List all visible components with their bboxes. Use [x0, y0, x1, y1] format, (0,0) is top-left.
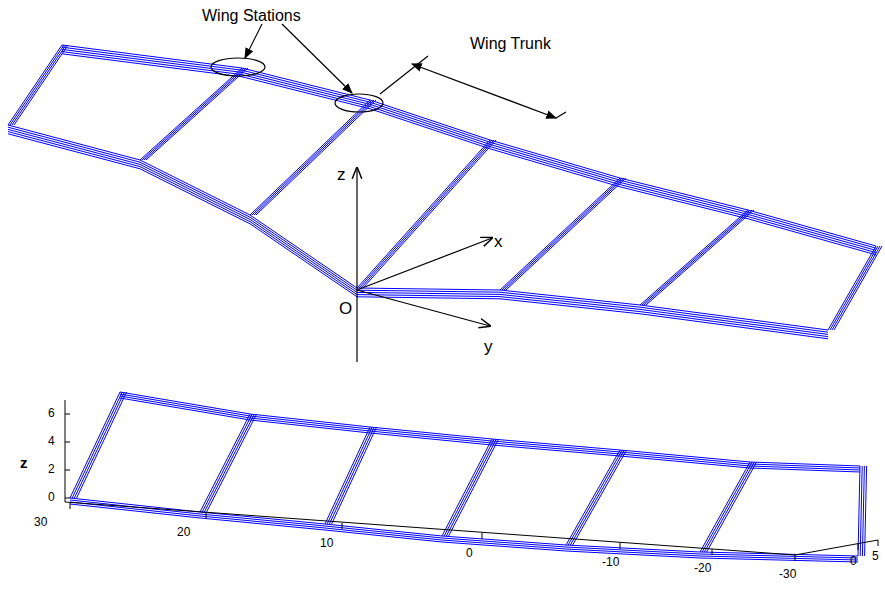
- frame-line: [858, 466, 860, 556]
- frame-line: [707, 462, 757, 552]
- frame-line: [144, 68, 246, 160]
- frame-line: [252, 100, 372, 215]
- frame-line: [570, 450, 624, 545]
- coordinate-axes: [357, 168, 492, 362]
- tick-value: 5: [872, 550, 879, 562]
- frame-line: [70, 504, 858, 562]
- callout-leaders: [211, 24, 566, 118]
- frame-line: [10, 45, 64, 125]
- frame-line: [644, 210, 752, 305]
- frame-line: [8, 132, 828, 337]
- frame-line: [504, 178, 624, 290]
- callout-text: Wing Trunk: [470, 36, 551, 52]
- frame-line: [12, 45, 66, 125]
- frame-line: [204, 414, 254, 512]
- frame-line: [254, 100, 374, 215]
- frame-line: [442, 439, 492, 536]
- frame-line: [834, 246, 882, 330]
- frame-line: [444, 439, 494, 536]
- tick-value: 20: [177, 526, 190, 538]
- frame-line: [200, 414, 250, 512]
- axis-name: O: [339, 300, 352, 317]
- callout-text: Wing Stations: [202, 8, 301, 24]
- tick-value: 10: [320, 537, 333, 549]
- frame-line: [146, 68, 248, 160]
- frame-line: [8, 125, 828, 330]
- frame-line: [700, 462, 750, 552]
- frame-line: [642, 210, 750, 305]
- frame-line: [502, 178, 622, 290]
- frame-line: [202, 414, 252, 512]
- tick-value: 0: [466, 547, 473, 559]
- tick-value: 2: [48, 463, 55, 475]
- tick-value: -20: [694, 562, 711, 574]
- frame-line: [62, 52, 876, 253]
- frame-line: [74, 392, 124, 498]
- frame-line: [446, 439, 496, 536]
- axis-name: x: [494, 233, 503, 250]
- frame-line: [120, 394, 860, 468]
- frame-line: [573, 450, 627, 545]
- frame-line: [70, 392, 120, 498]
- frame-line: [250, 100, 370, 215]
- frame-line: [8, 134, 828, 339]
- axis-name: z: [337, 166, 346, 183]
- frame-line: [332, 427, 377, 524]
- frame-line: [830, 246, 878, 330]
- frame-line: [704, 462, 754, 552]
- axis-name: z: [20, 455, 28, 470]
- frame-line: [14, 45, 68, 125]
- tick-value: -30: [779, 568, 796, 580]
- frame-line: [506, 178, 626, 290]
- frame-line: [72, 392, 122, 498]
- frame-line: [8, 129, 828, 334]
- tick-value: 4: [48, 435, 55, 447]
- frame-line: [256, 100, 376, 215]
- frame-line: [828, 246, 876, 330]
- frame-line: [832, 246, 880, 330]
- axis-name: y: [484, 338, 493, 355]
- tick-value: 0: [48, 491, 55, 503]
- frame-line: [646, 210, 754, 305]
- frame-line: [500, 178, 620, 290]
- frame-line: [77, 392, 127, 498]
- wireframe-mesh: [8, 45, 882, 562]
- frame-line: [568, 450, 622, 545]
- frame-line: [640, 210, 748, 305]
- frame-line: [325, 427, 370, 524]
- tick-value: -10: [602, 556, 619, 568]
- tick-value: 30: [34, 516, 47, 528]
- frame-line: [140, 68, 242, 160]
- tick-value: 6: [48, 407, 55, 419]
- plot-axes: [65, 400, 878, 561]
- frame-line: [329, 427, 374, 524]
- tick-value: 0: [850, 555, 857, 567]
- frame-line: [702, 462, 752, 552]
- frame-line: [70, 500, 858, 558]
- frame-line: [363, 140, 496, 288]
- frame-line: [62, 54, 876, 255]
- frame-line: [8, 45, 62, 125]
- frame-line: [357, 140, 490, 288]
- frame-line: [142, 68, 244, 160]
- frame-line: [8, 127, 828, 332]
- frame-line: [207, 414, 257, 512]
- frame-line: [327, 427, 372, 524]
- frame-line: [449, 439, 499, 536]
- frame-line: [359, 140, 492, 288]
- frame-line: [361, 140, 494, 288]
- frame-line: [566, 450, 620, 545]
